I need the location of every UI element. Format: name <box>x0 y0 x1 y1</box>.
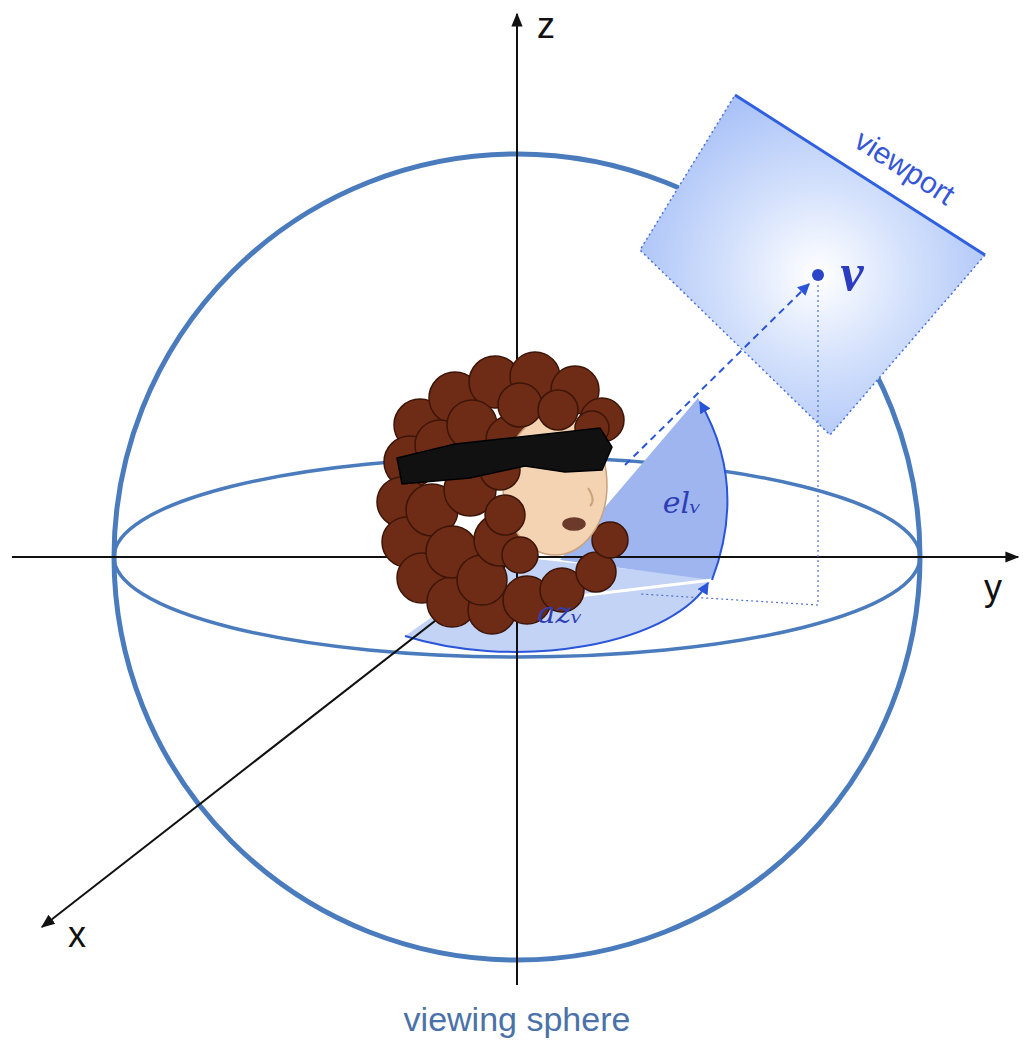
illustration-part <box>498 383 542 427</box>
axis-label: x <box>68 915 86 955</box>
illustration-part <box>502 537 538 573</box>
illustration-part <box>592 522 628 558</box>
viewer-head <box>377 352 628 634</box>
elevation-label: elᵥ <box>663 486 702 519</box>
projection-line <box>640 594 818 605</box>
point-label: v <box>840 244 863 301</box>
x-axis <box>42 557 517 927</box>
viewport-node: viewportv <box>640 95 985 435</box>
view-direction-arrow <box>625 284 809 465</box>
elevation-arc <box>700 402 727 580</box>
axis-label: y <box>984 568 1002 608</box>
viewport-outline <box>640 95 985 435</box>
projection-line <box>817 285 818 605</box>
illustration-part <box>538 390 578 430</box>
illustration-part <box>563 518 585 530</box>
illustration-part <box>480 383 609 573</box>
illustration-part <box>588 488 593 506</box>
axis-label: z <box>537 6 555 46</box>
azimuth-label: azᵥ <box>538 596 583 629</box>
caption-text: viewing sphere <box>404 1001 631 1038</box>
viewport-plane <box>640 95 985 435</box>
illustration-part <box>397 428 612 484</box>
viewport-dotted-edge <box>640 95 985 435</box>
illustration-part <box>377 352 628 634</box>
viewport-solid-edge <box>735 95 985 255</box>
viewport-center-dot <box>812 269 824 281</box>
illustration-part <box>485 495 525 535</box>
